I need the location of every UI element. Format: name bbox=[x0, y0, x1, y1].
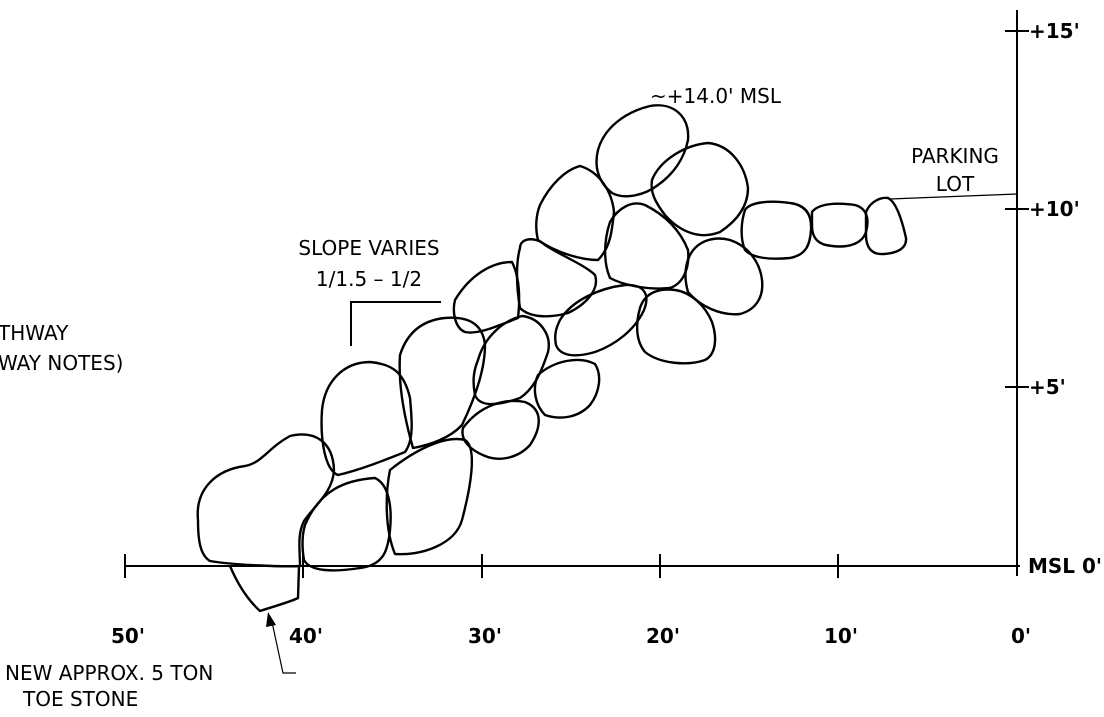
crest-stone bbox=[810, 202, 869, 248]
stone bbox=[398, 316, 487, 450]
toe-stone-arrow-icon bbox=[266, 612, 276, 627]
elevation-tick-label: MSL 0' bbox=[1028, 554, 1102, 578]
toe-stone-label: NEW APPROX. 5 TON bbox=[5, 661, 213, 685]
stone bbox=[301, 476, 392, 572]
stone bbox=[535, 164, 616, 262]
stone bbox=[595, 104, 690, 198]
distance-tick-label: 0' bbox=[1011, 624, 1031, 648]
stone bbox=[452, 260, 521, 334]
distance-tick-label: 20' bbox=[646, 624, 680, 648]
elevation-tick-label: +10' bbox=[1029, 197, 1080, 221]
distance-tick-label: 50' bbox=[111, 624, 145, 648]
parking-lot-label: LOT bbox=[936, 172, 975, 196]
armor-stones bbox=[196, 104, 908, 613]
stone bbox=[320, 360, 413, 477]
annotation-text: ~+14.0' MSL PARKING LOT SLOPE VARIES 1/1… bbox=[0, 84, 999, 711]
pathway-label: THWAY bbox=[0, 321, 69, 345]
stone bbox=[603, 202, 690, 290]
distance-tick-label: 10' bbox=[824, 624, 858, 648]
stone bbox=[635, 288, 717, 365]
stone bbox=[385, 437, 474, 556]
parking-lot-label: PARKING bbox=[911, 144, 999, 168]
crest-stone bbox=[864, 196, 908, 256]
slope-label: SLOPE VARIES bbox=[298, 236, 439, 260]
stone bbox=[533, 358, 601, 419]
stone bbox=[650, 141, 750, 237]
toe-stone-label: TOE STONE bbox=[22, 687, 138, 711]
distance-tick-label: 40' bbox=[289, 624, 323, 648]
annotation-leaders bbox=[266, 193, 1018, 674]
stone bbox=[196, 433, 336, 568]
toe-stone bbox=[228, 565, 301, 613]
distance-tick-label: 30' bbox=[468, 624, 502, 648]
crest-stone bbox=[740, 200, 813, 260]
top-elevation-label: ~+14.0' MSL bbox=[650, 84, 782, 108]
pathway-notes-label: WAY NOTES) bbox=[0, 351, 123, 375]
slope-leader bbox=[350, 301, 441, 346]
slope-ratio-label: 1/1.5 – 1/2 bbox=[316, 267, 422, 291]
elevation-tick-label: +5' bbox=[1029, 375, 1066, 399]
elevation-tick-label: +15' bbox=[1029, 19, 1080, 43]
elevation-axis: +15' +10' +5' MSL 0' bbox=[1005, 10, 1102, 578]
stone bbox=[461, 399, 540, 460]
toe-stone-leader bbox=[271, 621, 296, 674]
parking-lot-leader bbox=[889, 193, 1018, 200]
stone bbox=[554, 283, 648, 357]
stone bbox=[684, 237, 764, 316]
distance-axis: 50' 40' 30' 20' 10' 0' bbox=[111, 554, 1031, 648]
